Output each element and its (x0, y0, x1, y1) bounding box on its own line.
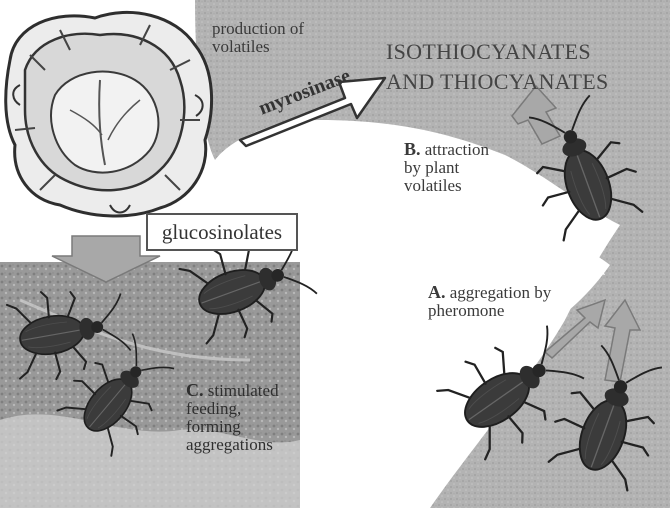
beetle-icon (542, 340, 670, 493)
glucosinolates-label: glucosinolates (162, 220, 282, 245)
glucosinolates-box: glucosinolates (146, 213, 298, 251)
beetle-icon (6, 278, 134, 385)
label-c-letter: C. (186, 380, 204, 400)
isothiocyanates-label: ISOTHIOCYANATES (386, 40, 591, 63)
aggregation-label: A. aggregation by pheromone (428, 283, 551, 320)
attraction-label: B. attraction by plant volatiles (404, 140, 489, 195)
label-a-letter: A. (428, 282, 446, 302)
aggregation-text: aggregation by pheromone (428, 283, 551, 320)
beetle-icon (513, 90, 649, 243)
feeding-label: C. stimulated feeding, forming aggregati… (186, 381, 279, 453)
production-of-volatiles-label: production of volatiles (212, 20, 304, 56)
thiocyanates-label: AND THIOCYANATES (386, 70, 609, 93)
label-b-letter: B. (404, 139, 421, 159)
beetle-icon (433, 312, 594, 466)
